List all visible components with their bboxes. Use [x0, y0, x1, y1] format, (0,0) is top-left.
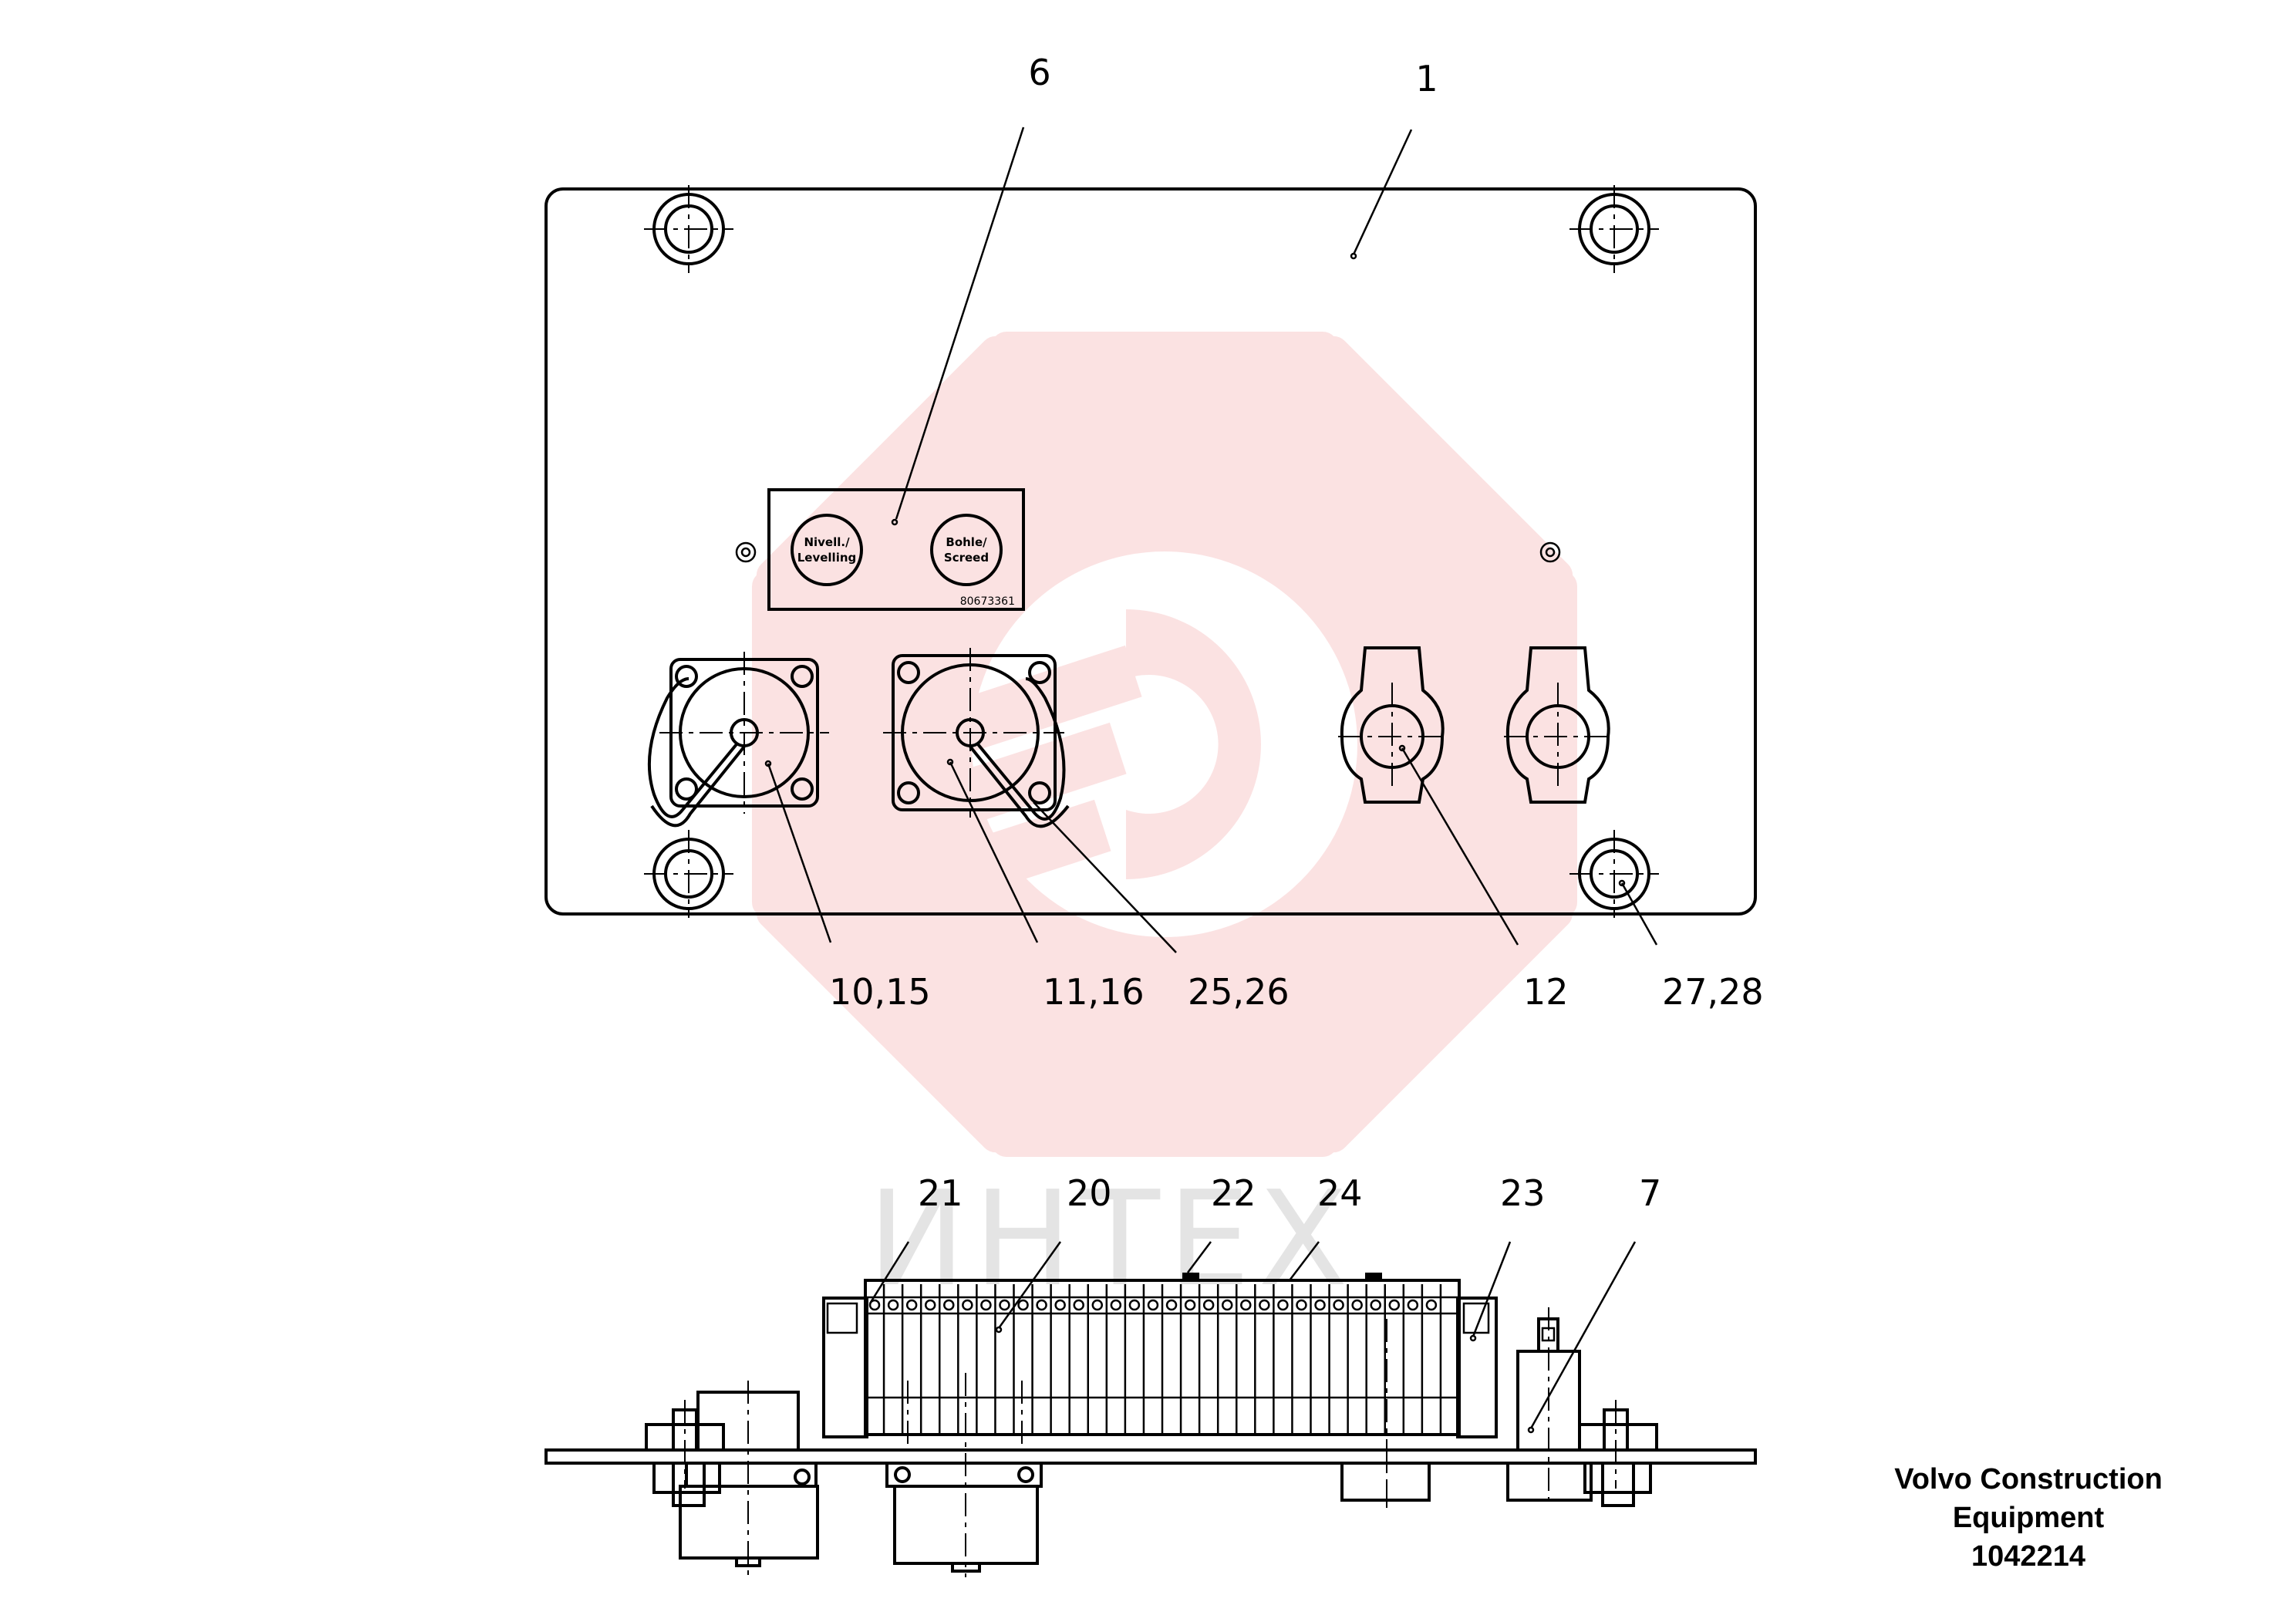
terminal-screw	[1110, 1299, 1122, 1311]
callout-25-26: 25,26	[1188, 971, 1290, 1013]
caption-line-2: Equipment	[1952, 1502, 2105, 1534]
corner-screw-top-right	[1569, 185, 1659, 273]
terminal-screw	[1036, 1299, 1047, 1311]
caption-block: Volvo Construction Equipment 1042214	[1859, 1460, 2198, 1576]
terminal-screw	[1240, 1299, 1252, 1311]
callout-7: 7	[1639, 1172, 1661, 1214]
terminal-screw	[1351, 1299, 1363, 1311]
terminal-block	[822, 1273, 1498, 1504]
terminal-screw	[1184, 1299, 1196, 1311]
label-plate: Nivell./ Levelling Bohle/ Screed 8067336…	[767, 488, 1025, 611]
connector-left	[647, 652, 829, 828]
terminal-screw	[1388, 1299, 1401, 1311]
watermark-text: ИНТЕХ	[868, 1163, 1356, 1316]
terminal-screw	[1407, 1299, 1419, 1311]
side-plate	[544, 1448, 1757, 1465]
standoff-right	[1578, 1400, 1658, 1507]
terminal-screw	[1147, 1299, 1159, 1311]
terminal-screw	[943, 1299, 955, 1311]
terminal-screw	[1370, 1299, 1381, 1311]
callout-22: 22	[1211, 1172, 1256, 1214]
callout-11-16: 11,16	[1043, 971, 1145, 1013]
corner-screw-bottom-left	[644, 830, 733, 918]
terminal-screw	[924, 1299, 936, 1311]
terminal-screw	[1073, 1299, 1084, 1311]
terminal-screw	[1221, 1299, 1233, 1311]
watermark-logo	[752, 332, 1577, 1157]
levelling-label-line2: Levelling	[797, 551, 857, 565]
terminal-screw	[1128, 1299, 1141, 1311]
side-connector-middle	[885, 1373, 1043, 1577]
side-view	[544, 1241, 1757, 1577]
terminal-screw	[962, 1299, 973, 1311]
terminal-screw	[1296, 1299, 1307, 1311]
terminal-screw	[1165, 1299, 1178, 1311]
side-socket-left	[1340, 1450, 1431, 1508]
terminal-screw	[905, 1299, 918, 1311]
standoff-left	[645, 1400, 725, 1507]
callout-27-28: 27,28	[1662, 971, 1764, 1013]
terminal-screw	[1314, 1299, 1326, 1311]
gear-hole	[972, 551, 1357, 937]
corner-screw-bottom-right	[1569, 830, 1659, 918]
terminal-screw	[999, 1299, 1010, 1311]
callout-20: 20	[1067, 1172, 1112, 1214]
terminal-screw	[1277, 1299, 1289, 1311]
terminal-screw	[1333, 1299, 1344, 1311]
callout-6: 6	[1028, 52, 1050, 93]
callout-23: 23	[1500, 1172, 1546, 1214]
connector-middle	[883, 648, 1070, 828]
callout-12: 12	[1523, 971, 1569, 1013]
levelling-label-line1: Nivell./	[804, 535, 850, 549]
terminal-marker-1	[1182, 1273, 1199, 1282]
corner-screw-top-left	[644, 185, 733, 273]
connector-middle-chain	[976, 677, 1066, 821]
screed-button	[930, 514, 1003, 586]
socket-right	[1504, 646, 1612, 804]
side-socket-right	[1506, 1307, 1593, 1508]
terminal-screw	[1259, 1299, 1270, 1311]
connector-left-chain	[647, 677, 738, 818]
caption-line-3: 1042214	[1971, 1540, 2085, 1573]
terminal-screw	[868, 1299, 881, 1311]
caption-line-1: Volvo Construction	[1894, 1463, 2163, 1496]
terminal-screw	[1017, 1299, 1029, 1311]
side-connector-left	[679, 1381, 819, 1577]
callout-10-15: 10,15	[829, 971, 931, 1013]
screed-label-line1: Bohle/	[946, 535, 987, 549]
terminal-screw	[1202, 1299, 1215, 1311]
callout-21: 21	[918, 1172, 963, 1214]
plate-part-number: 80673361	[960, 595, 1015, 608]
top-view: Nivell./ Levelling Bohle/ Screed 8067336…	[544, 126, 1757, 953]
small-fastener-left	[735, 541, 757, 563]
small-fastener-right	[1539, 541, 1561, 563]
callout-24: 24	[1317, 1172, 1363, 1214]
terminal-screw	[1091, 1299, 1104, 1311]
mounting-plate	[544, 187, 1757, 916]
callout-1: 1	[1415, 58, 1438, 99]
terminal-slots	[868, 1284, 1442, 1433]
terminal-marker-2	[1365, 1273, 1382, 1282]
levelling-button	[791, 514, 863, 586]
socket-left	[1338, 646, 1446, 804]
terminal-screw	[1425, 1299, 1438, 1311]
terminal-screw	[1054, 1299, 1066, 1311]
screed-label-line2: Screed	[944, 551, 989, 565]
terminal-screw	[887, 1299, 899, 1311]
terminal-screw	[980, 1299, 992, 1311]
